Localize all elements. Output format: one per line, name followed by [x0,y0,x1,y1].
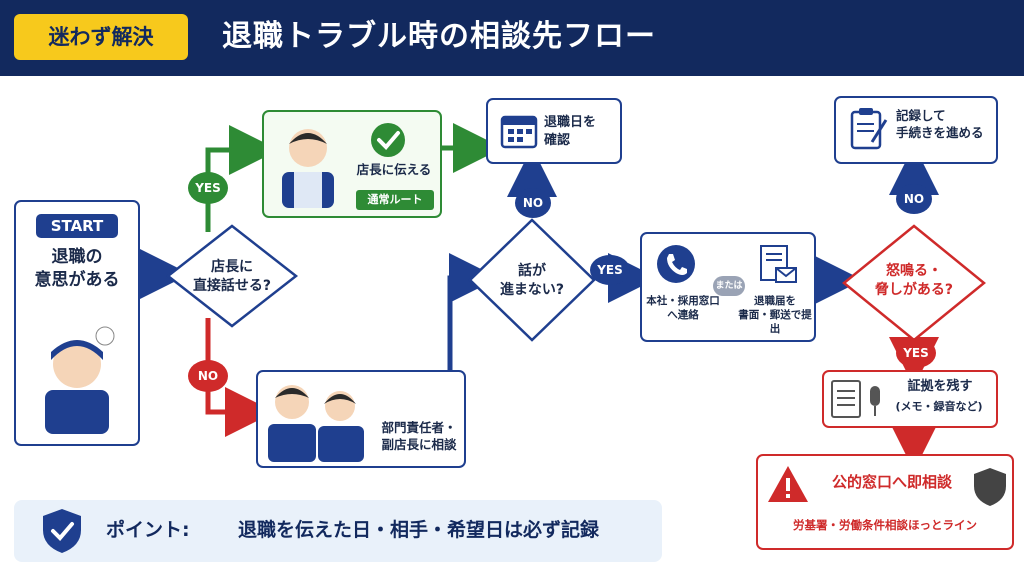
record-text: 記録して 手続きを進める [896,108,984,140]
warning-icon [768,466,808,502]
shield-icon [974,468,1006,506]
public-sub: 労基署・労働条件相談ほっとライン [793,518,977,532]
decision1-diamond [165,224,299,328]
arrow-deputy-to-decision2 [447,253,499,372]
decision1-no-badge: NO [188,360,228,392]
manager-text: 店長に伝える [356,162,432,177]
decision1-text: 店長に 直接話せる? [192,259,272,294]
confirm-text: 退職日を 確認 [544,115,597,148]
page-title: 退職トラブル時の相談先フロー [222,19,656,54]
decision2-text: 話が 進まない? [499,263,565,298]
arrow-yes-to-manager [205,125,279,232]
manager-illustration [282,129,334,208]
decision1-yes-badge: YES [188,172,228,204]
normal-route-badge: 通常ルート [356,190,434,210]
point-bar [14,500,662,562]
decision2-no-badge: NO [515,188,551,218]
public-title: 公的窓口へ即相談 [831,473,952,491]
phone-icon [657,245,695,283]
contact-right-text: 退職届を 書面・郵送で提出 [738,295,812,336]
shield-check-icon [43,509,81,553]
calendar-icon [500,115,538,149]
contact-left-text: 本社・採用窓口 へ連絡 [646,295,720,322]
decision2-diamond [468,218,596,342]
decision3-no-badge: NO [896,184,932,214]
point-label: ポイント: [106,519,190,541]
letter-icon [760,245,797,283]
arrow-no-to-deputy [205,318,275,437]
start-label: START [36,214,118,238]
decision2-yes-badge: YES [590,255,630,285]
decision3-yes-badge: YES [896,338,936,368]
checkmark-icon [371,123,405,157]
clipboard-icon [850,108,888,150]
header-badge: 迷わず解決 [14,14,188,60]
decision3-text: 怒鳴る・ 脅しがある? [874,263,954,298]
deputy-text: 部門責任者・ 副店長に相談 [381,420,457,452]
or-badge: または [713,276,745,296]
evidence-title: 証拠を残す [907,379,973,394]
header-bar: 迷わず解決 退職トラブル時の相談先フロー [0,0,1024,76]
evidence-sub: (メモ・録音など) [895,400,983,413]
staff-pair-illustration [268,385,364,462]
point-text: 退職を伝えた日・相手・希望日は必ず記録 [238,519,600,541]
worried-person-illustration [45,326,115,434]
start-text: 退職の 意思がある [34,247,120,290]
notepad-microphone-icon [831,380,880,418]
